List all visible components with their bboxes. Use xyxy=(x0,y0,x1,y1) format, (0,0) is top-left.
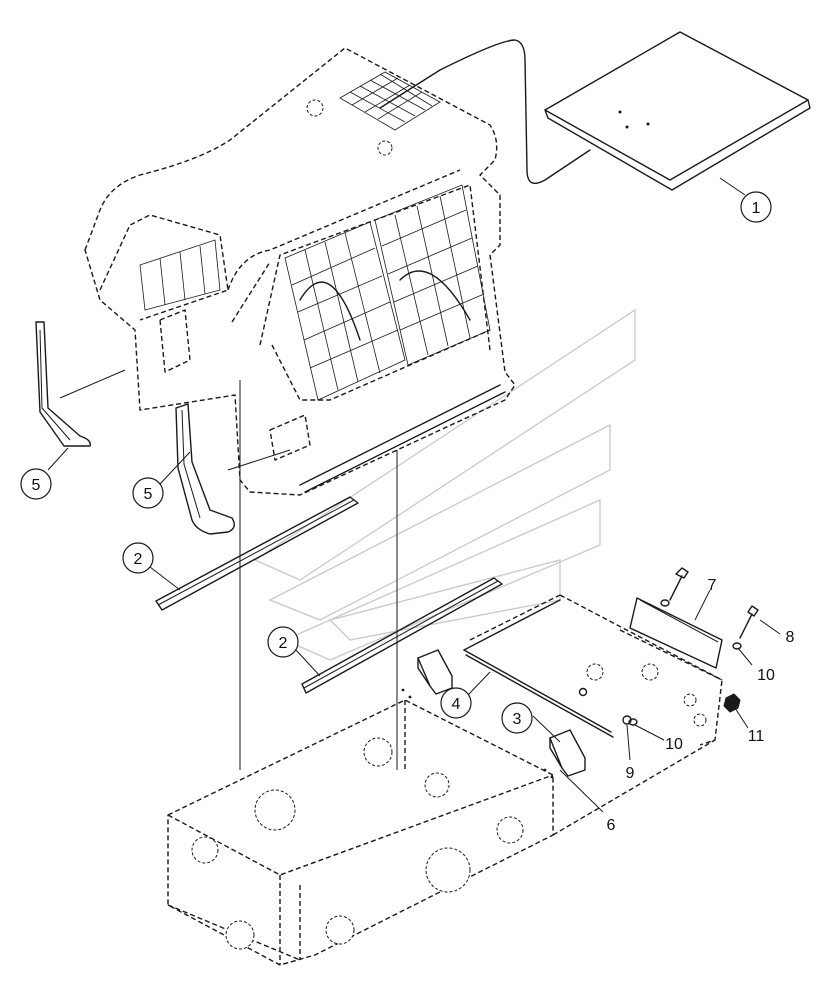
callout-1: 1 xyxy=(740,191,772,223)
watermark-logo xyxy=(253,308,636,661)
callout-2-upper-label: 2 xyxy=(134,551,143,568)
fastener-part-6 xyxy=(401,688,554,779)
side-grille xyxy=(139,239,221,311)
label-6: 6 xyxy=(607,817,616,834)
label-8: 8 xyxy=(786,629,795,646)
callout-2-lower: 2 xyxy=(267,626,299,658)
label-9: 9 xyxy=(626,765,635,782)
callout-5-left-label: 5 xyxy=(32,477,41,494)
callout-4-label: 4 xyxy=(452,696,461,713)
label-7: 7 xyxy=(708,577,717,594)
assembly-lines xyxy=(239,380,398,770)
cable xyxy=(379,39,591,184)
bracket-part-5-left xyxy=(35,321,126,447)
leader-lines xyxy=(47,177,781,813)
callout-3: 3 xyxy=(501,702,533,734)
label-11: 11 xyxy=(748,728,765,745)
rod-part-4 xyxy=(463,599,614,738)
label-10-lower: 10 xyxy=(665,736,683,753)
bolt-part-8 xyxy=(669,567,759,639)
bracket-part-5-center xyxy=(175,403,291,535)
label-10-upper: 10 xyxy=(757,667,775,684)
callout-5-left: 5 xyxy=(20,468,52,500)
front-grille xyxy=(284,184,491,401)
callout-4: 4 xyxy=(440,687,472,719)
plate-part-7 xyxy=(629,597,723,669)
clip-part-3-upper xyxy=(417,649,453,695)
cover-panel-part-1 xyxy=(544,31,811,191)
callout-1-label: 1 xyxy=(752,200,761,217)
callout-5-center-label: 5 xyxy=(144,486,153,503)
callout-2-lower-label: 2 xyxy=(279,635,288,652)
strip-part-2-lower xyxy=(301,577,503,694)
nut-part-11 xyxy=(723,693,741,713)
hood-assembly xyxy=(84,47,516,496)
strip-part-2-upper xyxy=(155,496,359,611)
clip-part-3-lower xyxy=(549,729,586,777)
top-vent-grille xyxy=(339,71,441,131)
callout-3-label: 3 xyxy=(513,711,522,728)
callout-5-center: 5 xyxy=(132,477,164,509)
washer-part-10 xyxy=(628,599,742,726)
callout-2-upper: 2 xyxy=(122,542,154,574)
lower-frame xyxy=(167,594,723,966)
